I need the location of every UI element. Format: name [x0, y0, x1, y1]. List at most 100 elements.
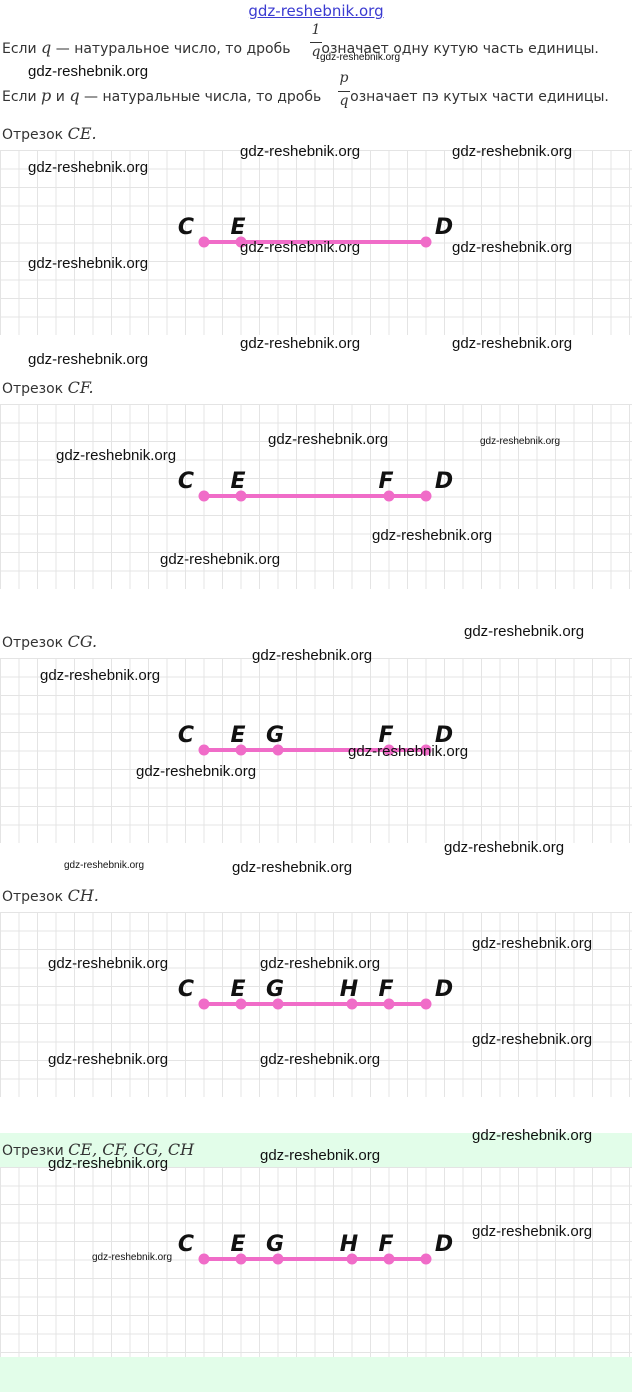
section-title-5: Отрезки CE, CF, CG, CH — [2, 1140, 194, 1159]
section-title-4: Отрезок CH. — [2, 886, 99, 905]
watermark: gdz-reshebnik.org — [28, 63, 149, 80]
point-c — [198, 998, 210, 1010]
watermark: gdz-reshebnik.org — [48, 1051, 169, 1068]
point-label-h: H — [340, 977, 358, 1002]
watermark: gdz-reshebnik.org — [452, 239, 573, 256]
point-label-f: F — [378, 977, 393, 1002]
section-prefix: Отрезок — [2, 635, 64, 651]
point-label-d: D — [435, 977, 453, 1002]
point-f — [383, 490, 395, 502]
point-e — [235, 998, 247, 1010]
watermark: gdz-reshebnik.org — [48, 955, 169, 972]
watermark: gdz-reshebnik.org — [28, 351, 149, 368]
fraction-2-denominator: q — [339, 93, 349, 109]
watermark: gdz-reshebnik.org — [64, 860, 145, 871]
section-title-3: Отрезок CG. — [2, 632, 97, 651]
watermark: gdz-reshebnik.org — [472, 935, 593, 952]
fraction-1-numerator: 1 — [311, 22, 321, 38]
point-label-e: E — [230, 215, 245, 240]
watermark: gdz-reshebnik.org — [444, 839, 565, 856]
section-title-2: Отрезок CF. — [2, 378, 94, 397]
intro-line-1: Если q — натуральное число, то дробь озн… — [2, 38, 599, 57]
watermark: gdz-reshebnik.org — [452, 143, 573, 160]
watermark: gdz-reshebnik.org — [28, 159, 149, 176]
point-label-d: D — [435, 215, 453, 240]
point-label-c: C — [178, 215, 194, 240]
point-label-e: E — [230, 723, 245, 748]
section-segment-name: CF. — [67, 378, 94, 397]
point-label-d: D — [435, 469, 453, 494]
grid-paper-5 — [0, 1167, 632, 1357]
fraction-2-line — [338, 91, 350, 92]
watermark: gdz-reshebnik.org — [472, 1031, 593, 1048]
watermark: gdz-reshebnik.org — [268, 431, 389, 448]
section-prefix: Отрезки — [2, 1143, 64, 1159]
point-label-c: C — [178, 723, 194, 748]
watermark: gdz-reshebnik.org — [472, 1223, 593, 1240]
section-segment-name: CH. — [67, 886, 99, 905]
intro-line-2-mid: — натуральные числа, то дробь — [84, 89, 322, 105]
intro-line-2-var1: p — [41, 86, 52, 105]
point-d — [420, 236, 432, 248]
point-label-d: D — [435, 1232, 453, 1257]
point-label-c: C — [178, 1232, 194, 1257]
point-d — [420, 744, 432, 756]
watermark: gdz-reshebnik.org — [48, 1155, 169, 1172]
point-d — [420, 998, 432, 1010]
watermark: gdz-reshebnik.org — [260, 955, 381, 972]
watermark: gdz-reshebnik.org — [40, 667, 161, 684]
watermark: gdz-reshebnik.org — [240, 335, 361, 352]
watermark: gdz-reshebnik.org — [260, 1147, 381, 1164]
intro-line-2-and: и — [55, 89, 65, 105]
point-label-g: G — [266, 1232, 284, 1257]
point-label-f: F — [378, 1232, 393, 1257]
watermark: gdz-reshebnik.org — [232, 859, 353, 876]
point-label-c: C — [178, 977, 194, 1002]
highlight-band-bottom — [0, 1357, 632, 1392]
grid-paper-2 — [0, 404, 632, 589]
watermark: gdz-reshebnik.org — [252, 647, 373, 664]
watermark: gdz-reshebnik.org — [28, 255, 149, 272]
point-f — [383, 744, 395, 756]
point-d — [420, 490, 432, 502]
point-label-f: F — [378, 723, 393, 748]
point-label-h: H — [340, 1232, 358, 1257]
watermark: gdz-reshebnik.org — [480, 436, 561, 447]
section-title-1: Отрезок CE. — [2, 124, 97, 143]
watermark: gdz-reshebnik.org — [260, 1051, 381, 1068]
point-label-e: E — [230, 469, 245, 494]
watermark: gdz-reshebnik.org — [452, 335, 573, 352]
intro-line-1-suffix: означает одну кутую часть единицы. — [321, 41, 599, 57]
watermark: gdz-reshebnik.org — [472, 1127, 593, 1144]
intro-line-1-mid: — натуральное число, то дробь — [55, 41, 291, 57]
section-prefix: Отрезок — [2, 127, 64, 143]
point-label-g: G — [266, 723, 284, 748]
section-segment-name: CE. — [67, 124, 97, 143]
point-g — [272, 1253, 284, 1265]
watermark: gdz-reshebnik.org — [240, 239, 361, 256]
fraction-1-denominator: q — [311, 44, 321, 60]
grid-paper-4 — [0, 912, 632, 1097]
site-header-link[interactable]: gdz-reshebnik.org — [248, 2, 384, 20]
section-segment-name: CG. — [67, 632, 98, 651]
point-g — [272, 744, 284, 756]
intro-line-2: Если p и q — натуральные числа, то дробь… — [2, 86, 609, 105]
watermark: gdz-reshebnik.org — [240, 143, 361, 160]
intro-line-2-prefix: Если — [2, 89, 37, 105]
section-segment-name: CE, CF, CG, CH — [68, 1140, 195, 1159]
intro-line-1-prefix: Если — [2, 41, 37, 57]
intro-line-1-var: q — [41, 38, 52, 57]
section-prefix: Отрезок — [2, 889, 64, 905]
watermark: gdz-reshebnik.org — [464, 623, 585, 640]
point-c — [198, 236, 210, 248]
point-f — [383, 998, 395, 1010]
point-c — [198, 744, 210, 756]
watermark: gdz-reshebnik.org — [348, 743, 469, 760]
point-h — [346, 998, 358, 1010]
watermark: gdz-reshebnik.org — [92, 1252, 173, 1263]
point-g — [272, 998, 284, 1010]
